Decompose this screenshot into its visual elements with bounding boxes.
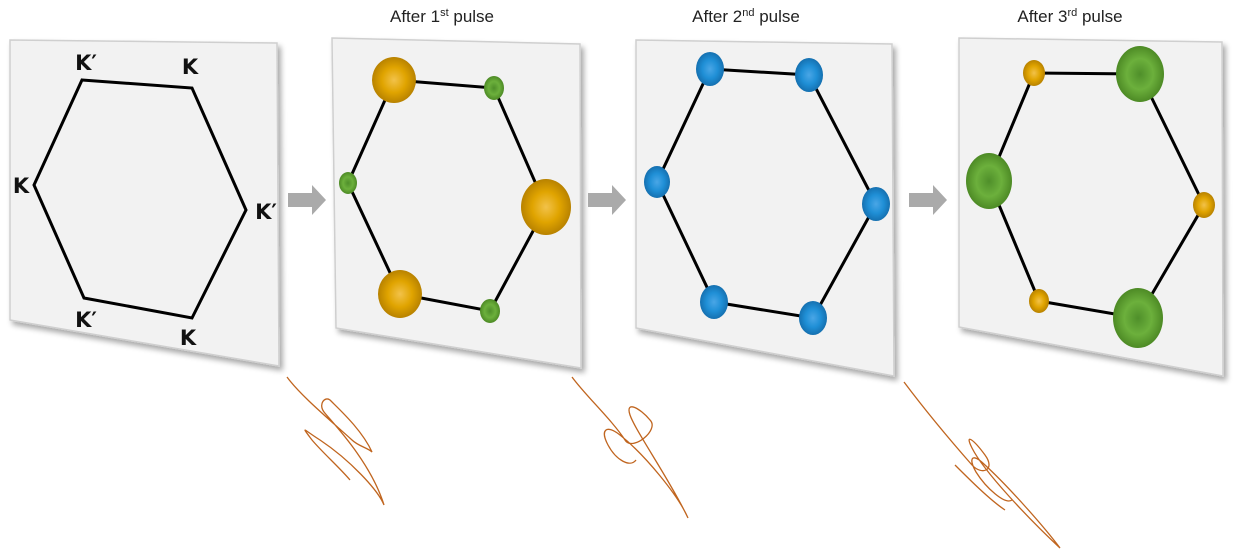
label-bottom-right: K	[180, 326, 197, 350]
arrow-1	[288, 185, 326, 215]
arrow-3	[909, 185, 947, 215]
valley-yellow-small	[1023, 60, 1045, 86]
valley-yellow-large	[378, 270, 422, 318]
brillouin-zone-hexagon	[32, 78, 248, 320]
valley-blue	[795, 58, 823, 92]
panel-2-title: After 1st pulse	[390, 7, 494, 26]
panel-4-title: After 3rd pulse	[1017, 7, 1122, 26]
valley-green-small	[480, 299, 500, 323]
valley-blue	[799, 301, 827, 335]
panel-4	[958, 37, 1224, 377]
valley-yellow-large	[372, 57, 416, 103]
panel-1: K′ K K K′ K′ K	[9, 39, 280, 367]
panel-3-plane	[635, 39, 895, 377]
light-pulse-3-wave	[903, 381, 1061, 549]
panel-2	[331, 37, 582, 369]
panel-3	[635, 39, 895, 377]
label-left: K	[13, 174, 30, 198]
panel-3-title: After 2nd pulse	[692, 7, 800, 26]
valley-yellow-small	[1193, 192, 1215, 218]
valley-green-large	[966, 153, 1012, 209]
light-pulse-2-wave	[571, 376, 689, 519]
valley-green-large	[1116, 46, 1164, 102]
valley-green-small	[339, 172, 357, 194]
valley-green-small	[484, 76, 504, 100]
arrow-2	[588, 185, 626, 215]
valley-blue	[700, 285, 728, 319]
panel-4-plane	[958, 37, 1224, 377]
light-pulse-1-wave	[286, 376, 385, 506]
valley-yellow-small	[1029, 289, 1049, 313]
valley-green-large	[1113, 288, 1163, 348]
valley-blue	[696, 52, 724, 86]
label-top-right: K	[182, 55, 199, 79]
valley-blue	[644, 166, 670, 198]
label-top-left: K′	[75, 51, 97, 75]
panel-1-plane	[9, 39, 280, 367]
label-right: K′	[255, 200, 277, 224]
valley-yellow-large	[521, 179, 571, 235]
valley-blue	[862, 187, 890, 221]
label-bottom-left: K′	[75, 308, 97, 332]
